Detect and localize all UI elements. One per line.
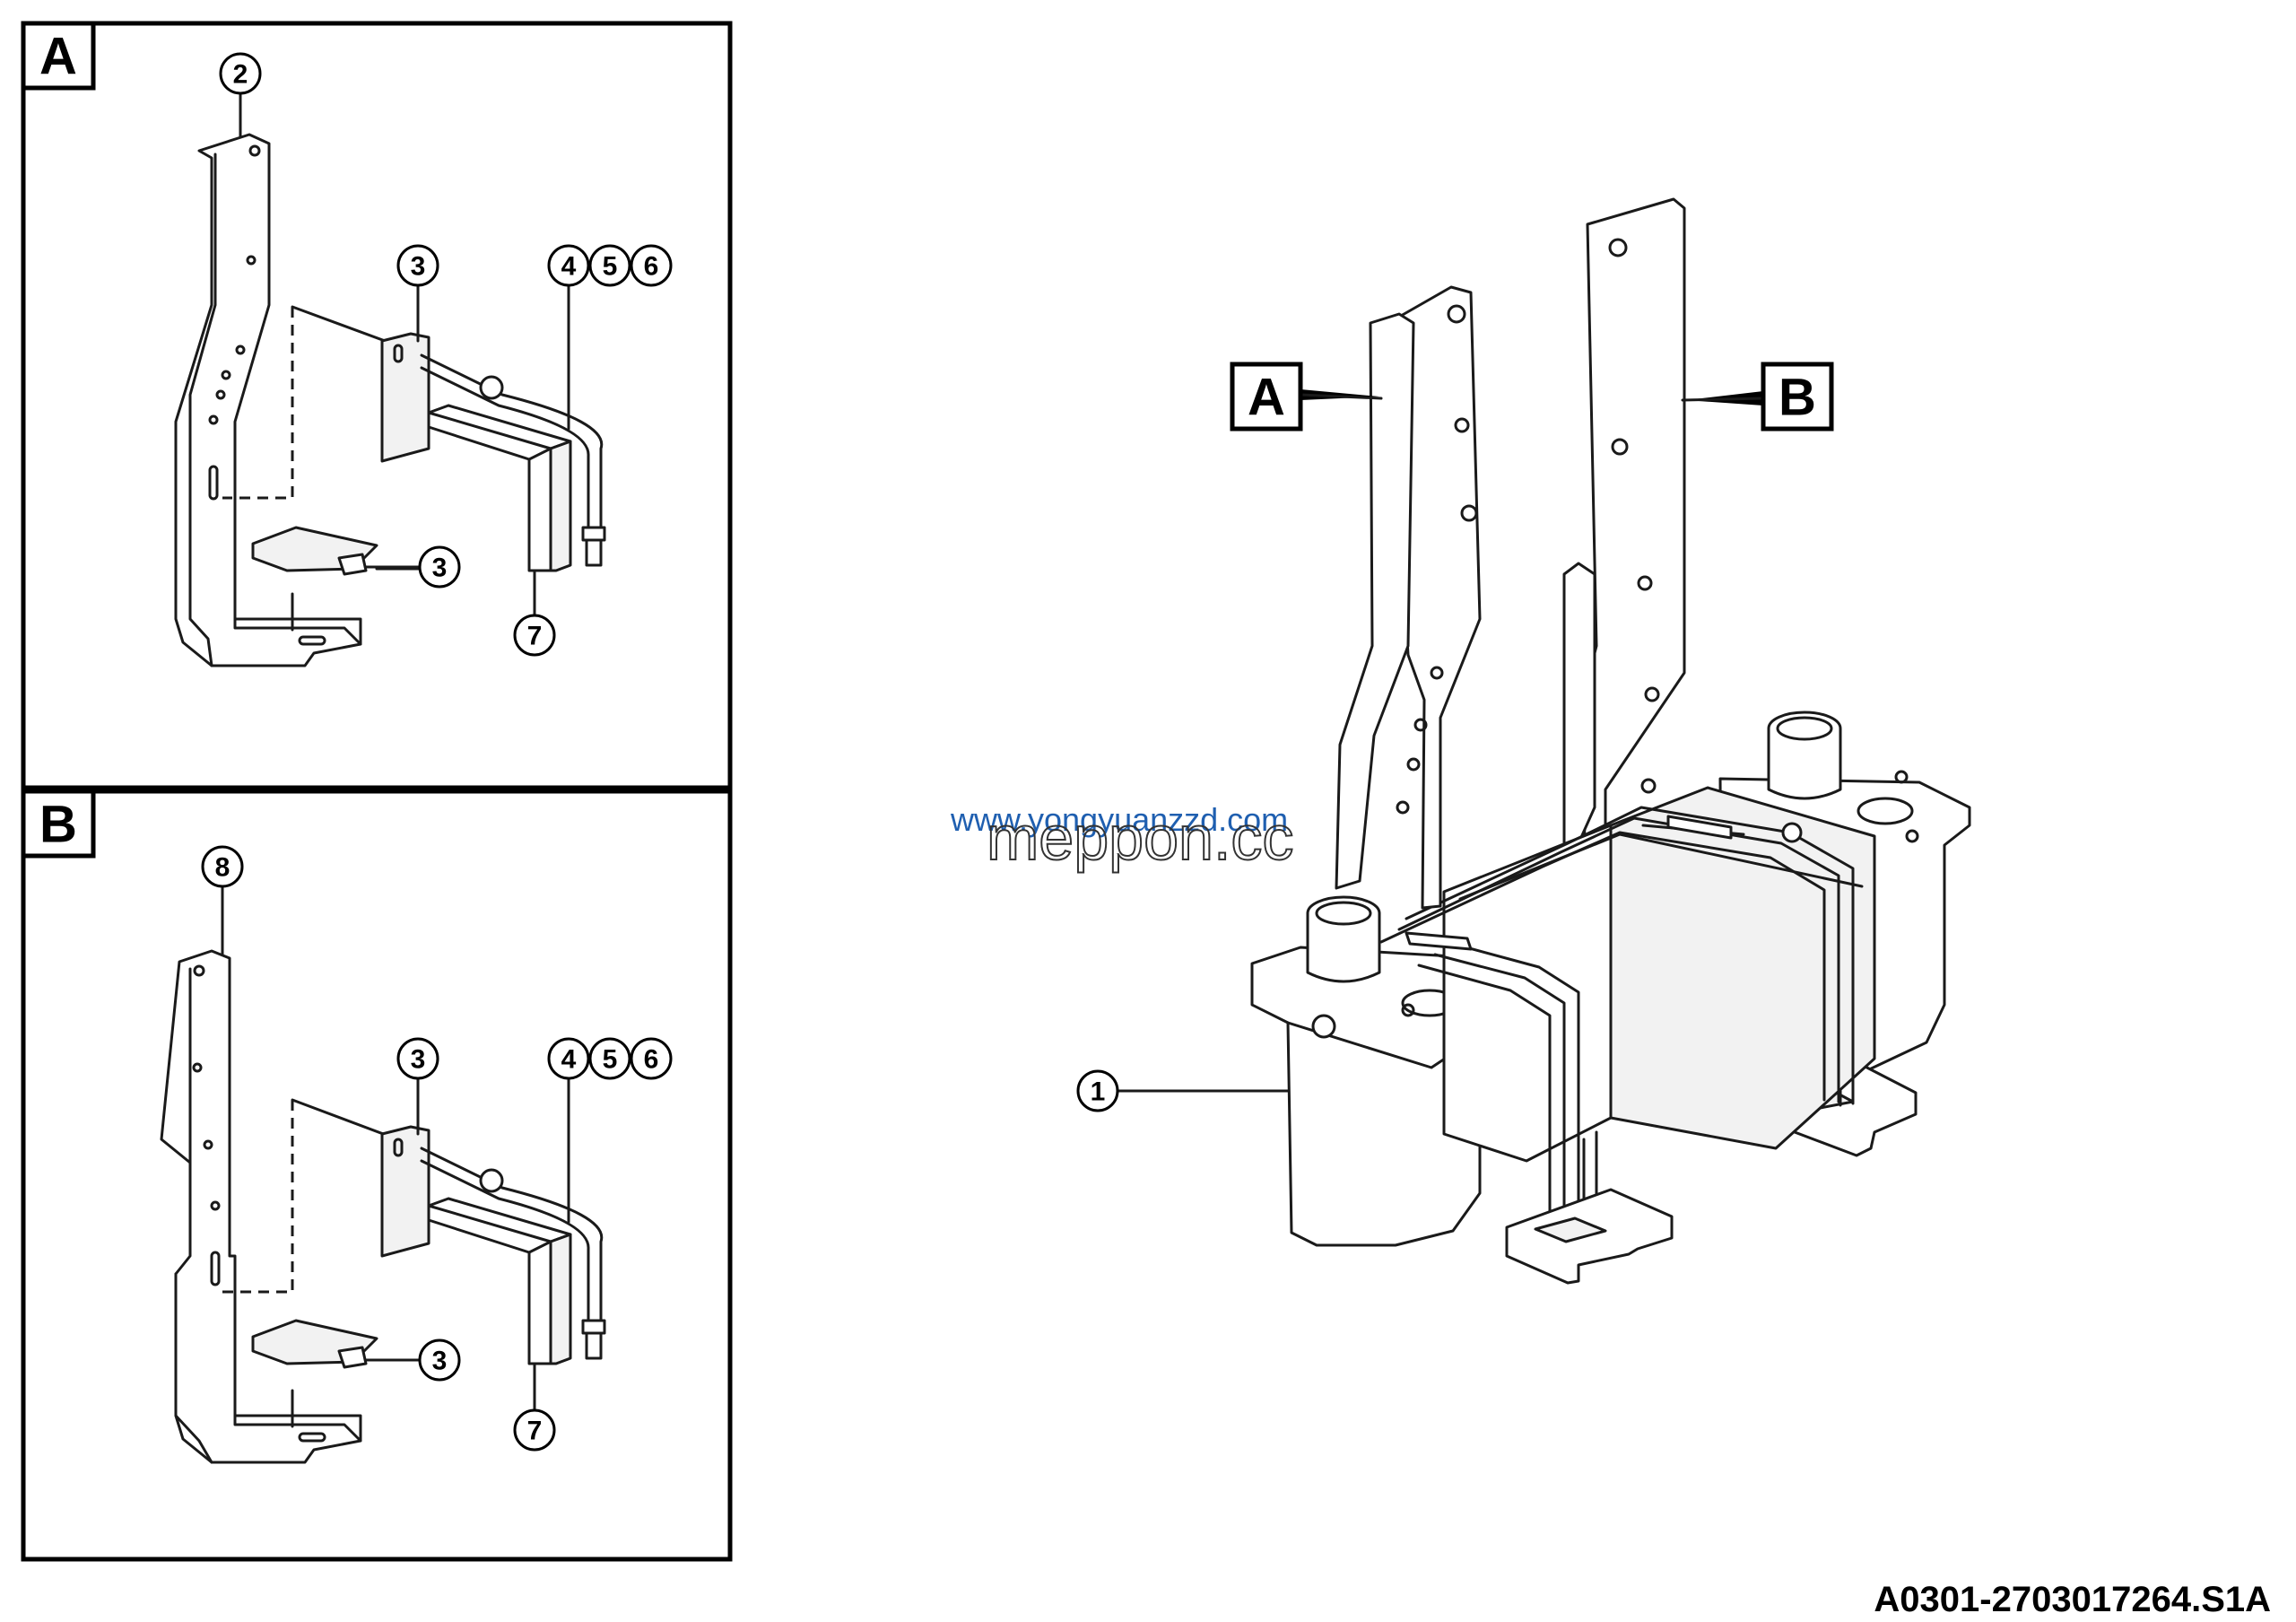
base-rail-front xyxy=(1505,1188,1674,1285)
angle-part-7-b xyxy=(427,1197,572,1365)
bracket-part-8 xyxy=(160,949,362,1464)
svg-text:meppon.cc: meppon.cc xyxy=(987,803,1293,873)
callout-a-6: 6 xyxy=(630,244,673,287)
svg-text:www.yongyuanzzd.com: www.yongyuanzzd.com xyxy=(950,801,1288,838)
plate-part-3-lower xyxy=(251,526,378,576)
panel-b-frame xyxy=(21,789,733,1562)
main-assembly: A B 1 xyxy=(1076,197,1971,1285)
u-bolt-part-4-5-6-b xyxy=(420,1147,606,1360)
bracket-b xyxy=(1562,197,1686,958)
svg-text:A: A xyxy=(1248,369,1285,427)
svg-text:6: 6 xyxy=(644,252,659,282)
plate-part-3-lower-b xyxy=(251,1319,378,1369)
svg-text:3: 3 xyxy=(432,554,448,583)
view-label-b: B xyxy=(1681,362,1834,432)
assembly-guide-line-b xyxy=(222,1100,294,1294)
callout-b-3-lower: 3 xyxy=(364,1339,461,1382)
callout-b-7: 7 xyxy=(513,1362,556,1452)
panel-a-frame xyxy=(21,21,733,790)
svg-text:7: 7 xyxy=(527,1417,543,1446)
svg-text:1: 1 xyxy=(1091,1077,1106,1107)
svg-text:6: 6 xyxy=(644,1045,659,1075)
svg-text:4: 4 xyxy=(561,1045,577,1075)
detail-panel-b: B xyxy=(21,789,733,1562)
svg-text:5: 5 xyxy=(603,252,618,282)
callout-b-8: 8 xyxy=(201,845,244,956)
panel-a-label: A xyxy=(39,28,77,86)
svg-text:7: 7 xyxy=(527,622,543,651)
svg-text:5: 5 xyxy=(603,1045,618,1075)
panel-b-label: B xyxy=(39,796,77,854)
svg-text:3: 3 xyxy=(411,1045,426,1075)
assembly-guide-line xyxy=(222,307,294,500)
view-label-a: A xyxy=(1230,362,1383,432)
panel-a-label-box xyxy=(21,21,96,91)
svg-text:8: 8 xyxy=(215,853,230,883)
callout-a-2: 2 xyxy=(219,52,262,138)
callout-a-3-upper: 3 xyxy=(396,244,439,343)
callout-a-7: 7 xyxy=(513,569,556,657)
callout-b-5: 5 xyxy=(588,1037,631,1080)
detail-panel-a: A xyxy=(21,21,733,790)
svg-text:4: 4 xyxy=(561,252,577,282)
callout-a-3-lower: 3 xyxy=(364,545,461,589)
svg-text:3: 3 xyxy=(432,1347,448,1376)
plate-part-3-upper-b xyxy=(380,1125,430,1258)
callout-b-3-upper: 3 xyxy=(396,1037,439,1136)
bracket-part-2 xyxy=(174,133,362,667)
callout-a-5: 5 xyxy=(588,244,631,287)
u-bolt-part-4-5-6 xyxy=(420,353,606,567)
callout-b-6: 6 xyxy=(630,1037,673,1080)
callout-a-4: 4 xyxy=(547,244,590,431)
angle-part-7 xyxy=(427,404,572,572)
bracket-a xyxy=(1335,285,1482,910)
drawing-code: A0301-2703017264.S1A xyxy=(1874,1580,2271,1619)
svg-text:3: 3 xyxy=(411,252,426,282)
callout-b-4: 4 xyxy=(547,1037,590,1224)
panel-b-label-box xyxy=(21,789,96,859)
svg-text:2: 2 xyxy=(233,60,248,90)
callout-main-1: 1 xyxy=(1076,1069,1290,1112)
straps xyxy=(1379,806,1855,1224)
watermark: www.yongyuanzzd.com meppon.cc xyxy=(950,801,1294,874)
svg-text:B: B xyxy=(1779,369,1816,427)
plate-part-3-upper xyxy=(380,332,430,463)
